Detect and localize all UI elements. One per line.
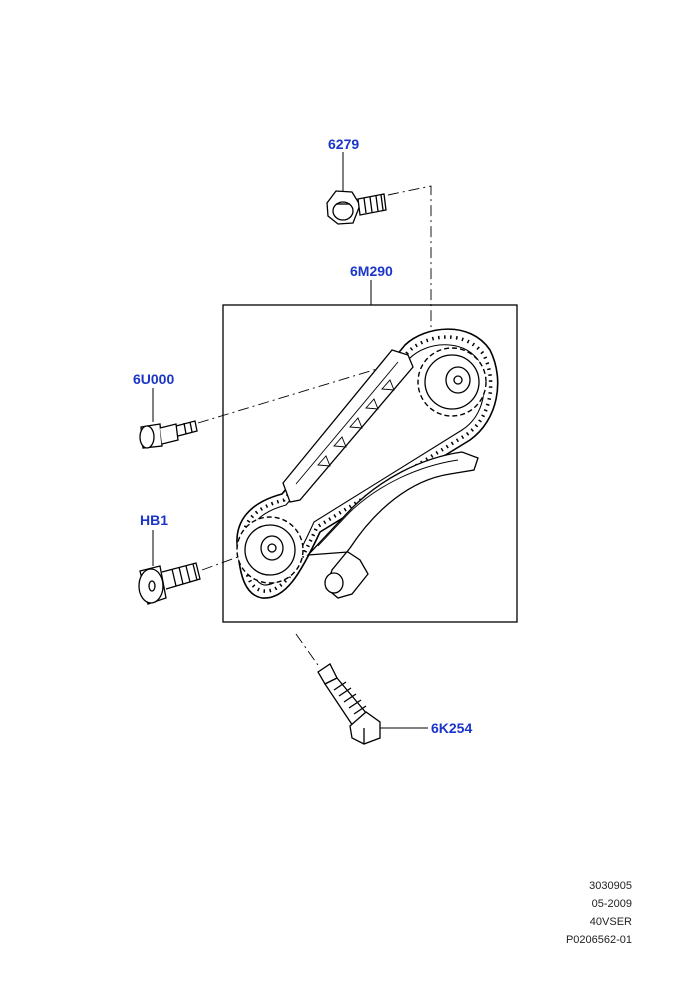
footer-ref-number: 3030905 — [589, 880, 632, 892]
footer-date: 05-2009 — [591, 898, 632, 910]
crankshaft-sprocket — [236, 516, 304, 584]
bolt-6279 — [326, 190, 387, 225]
leader-lines — [152, 152, 428, 729]
footer-drawing-id: P0206562-01 — [565, 934, 632, 946]
bolt-6u000 — [139, 420, 198, 449]
bolt-hb1 — [138, 562, 201, 605]
tensioner-6k254 — [317, 663, 381, 745]
callout-6u000[interactable]: 6U000 — [133, 371, 175, 387]
callout-6k254[interactable]: 6K254 — [431, 720, 473, 736]
callout-6279[interactable]: 6279 — [328, 136, 360, 152]
callout-hb1[interactable]: HB1 — [140, 512, 169, 528]
callout-6m290[interactable]: 6M290 — [350, 263, 393, 279]
chain-assembly — [236, 328, 499, 599]
kit-frame — [222, 304, 518, 623]
footer-code: 40VSER — [589, 916, 632, 928]
camshaft-sprocket — [417, 347, 487, 417]
